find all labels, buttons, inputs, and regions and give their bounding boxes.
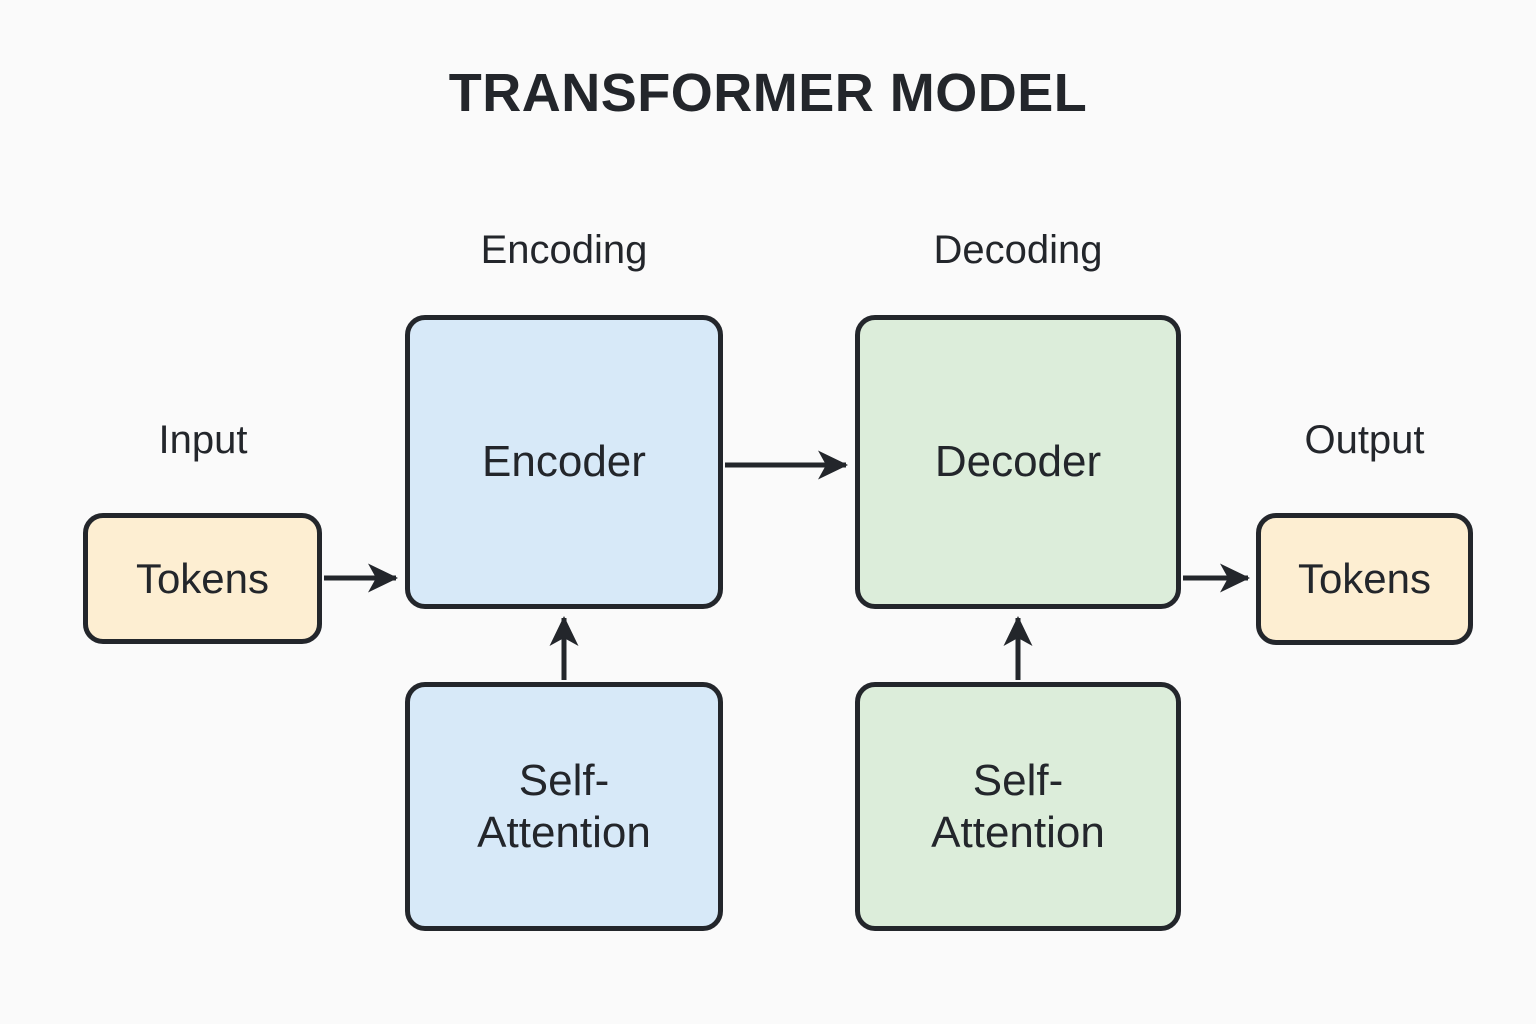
node-decoder[interactable]: Decoder xyxy=(855,315,1181,609)
node-decoder-self-attention-label: Self- Attention xyxy=(931,755,1105,857)
caption-decoding: Decoding xyxy=(933,228,1103,272)
node-output-tokens-label: Tokens xyxy=(1297,555,1432,603)
caption-output: Output xyxy=(1304,418,1425,462)
node-input-tokens-label: Tokens xyxy=(135,554,270,602)
node-input-tokens[interactable]: Tokens xyxy=(83,513,322,644)
node-decoder-self-attention[interactable]: Self- Attention xyxy=(855,682,1181,931)
node-encoder-self-attention-label: Self- Attention xyxy=(477,755,651,857)
caption-input: Input xyxy=(158,418,248,462)
node-encoder-label: Encoder xyxy=(482,437,646,487)
caption-encoding: Encoding xyxy=(480,228,648,272)
node-decoder-label: Decoder xyxy=(934,437,1102,487)
node-encoder-self-attention[interactable]: Self- Attention xyxy=(405,682,723,931)
node-encoder[interactable]: Encoder xyxy=(405,315,723,609)
page-title: TRANSFORMER MODEL xyxy=(448,63,1088,123)
node-output-tokens[interactable]: Tokens xyxy=(1256,513,1473,645)
